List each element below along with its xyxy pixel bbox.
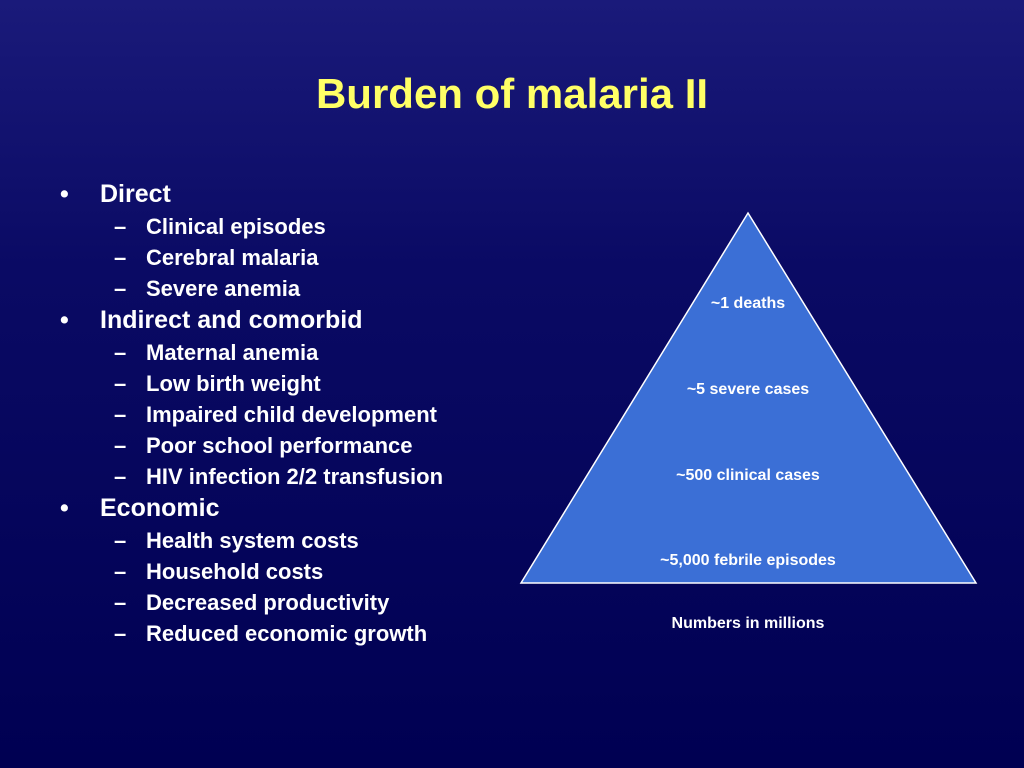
bullet-indirect: Indirect and comorbid Maternal anemia Lo… (58, 304, 528, 492)
pyramid-triangle (519, 211, 978, 584)
pyramid-note: Numbers in millions (672, 615, 825, 632)
sub-item: Cerebral malaria (100, 242, 528, 273)
bullet-direct: Direct Clinical episodes Cerebral malari… (58, 178, 528, 304)
bullet-label: Indirect and comorbid (100, 306, 363, 334)
sub-item: Health system costs (100, 525, 528, 556)
sub-item: Impaired child development (100, 399, 528, 430)
sub-list-economic: Health system costs Household costs Decr… (100, 525, 528, 649)
sub-list-direct: Clinical episodes Cerebral malaria Sever… (100, 211, 528, 304)
pyramid-level-deaths: ~1 deaths (711, 295, 785, 312)
bullet-list: Direct Clinical episodes Cerebral malari… (58, 178, 528, 649)
sub-item: HIV infection 2/2 transfusion (100, 461, 528, 492)
bullet-label: Direct (100, 180, 171, 208)
sub-list-indirect: Maternal anemia Low birth weight Impaire… (100, 337, 528, 492)
sub-item: Clinical episodes (100, 211, 528, 242)
pyramid-level-febrile: ~5,000 febrile episodes (660, 552, 836, 569)
sub-item: Low birth weight (100, 368, 528, 399)
slide-title: Burden of malaria II (315, 70, 709, 117)
sub-item: Poor school performance (100, 430, 528, 461)
pyramid-level-severe: ~5 severe cases (687, 381, 809, 398)
bullet-economic: Economic Health system costs Household c… (58, 492, 528, 649)
sub-item: Household costs (100, 556, 528, 587)
pyramid-level-clinical: ~500 clinical cases (676, 467, 820, 484)
sub-item: Reduced economic growth (100, 618, 528, 649)
bullet-label: Economic (100, 494, 220, 522)
sub-item: Maternal anemia (100, 337, 528, 368)
sub-item: Decreased productivity (100, 587, 528, 618)
sub-item: Severe anemia (100, 273, 528, 304)
